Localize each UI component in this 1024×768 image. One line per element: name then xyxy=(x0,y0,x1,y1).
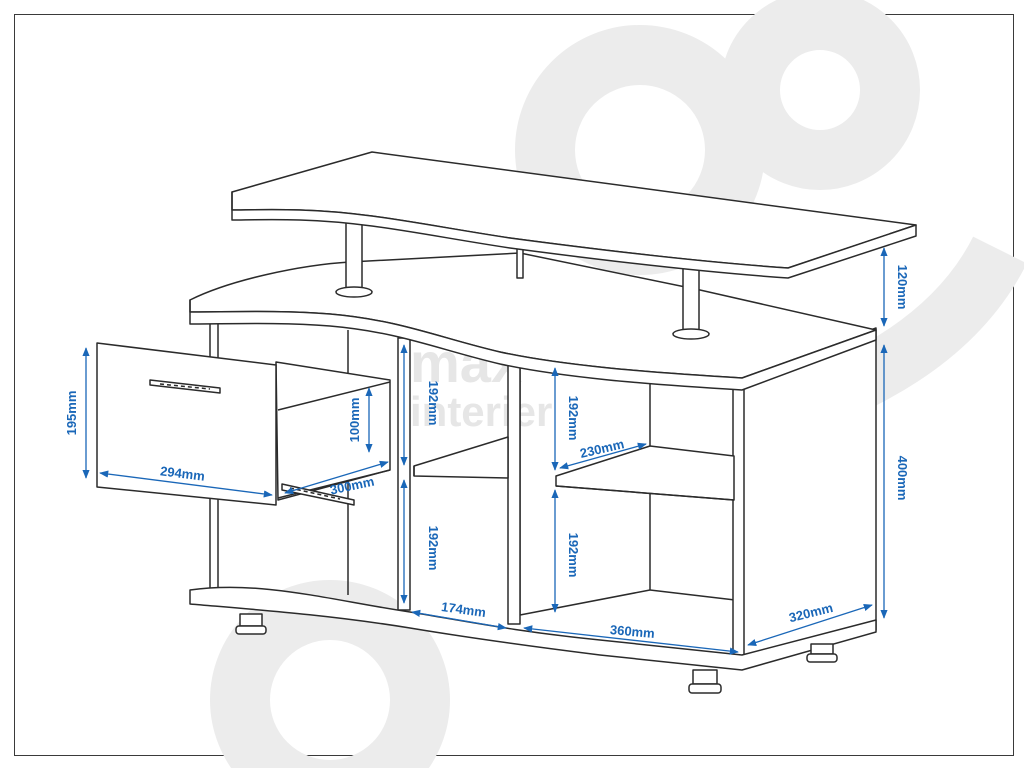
dim-label-drawer-front-width: 294mm xyxy=(159,463,205,483)
bottom-board xyxy=(189,586,877,671)
leg-back-right xyxy=(806,643,838,663)
dim-label-middle-width: 174mm xyxy=(440,599,486,620)
dim-line-middle-width xyxy=(411,609,507,631)
dim-label-right-upper-height: 192mm xyxy=(566,396,581,441)
tv-stand-outline xyxy=(96,151,917,694)
dim-label-right-lower-height: 192mm xyxy=(566,533,581,578)
middle-compartment-shelf xyxy=(413,436,509,479)
divider-right-front xyxy=(732,377,745,666)
watermark-text-interier: interier xyxy=(410,388,552,435)
drawer-front xyxy=(96,342,277,506)
dim-line-drawer-front-width xyxy=(99,470,273,498)
dim-label-cabinet-height: 400mm xyxy=(895,456,910,501)
cabinet-top-board-edge xyxy=(189,299,877,391)
leg-front-right xyxy=(688,669,722,694)
post-base-left xyxy=(335,286,373,298)
dim-label-right-width: 360mm xyxy=(609,622,655,641)
support-post-right xyxy=(682,267,700,331)
dim-line-right-width xyxy=(523,625,739,655)
drawer-handle-icon xyxy=(149,379,221,394)
dim-label-drawer-inner-height: 100mm xyxy=(347,398,362,443)
dim-label-middle-lower-height: 192mm xyxy=(426,526,441,571)
divider-middle xyxy=(507,359,521,625)
dim-label-top-shelf-height: 120mm xyxy=(895,265,910,310)
top-shelf-edge xyxy=(231,191,917,279)
dim-label-drawer-front-height: 195mm xyxy=(64,391,79,436)
dim-label-middle-upper-height: 192mm xyxy=(426,381,441,426)
dim-line-drawer-depth xyxy=(284,460,389,495)
support-rear-panel xyxy=(516,247,524,279)
dimension-lines xyxy=(82,247,888,655)
post-base-right xyxy=(672,328,710,340)
dim-line-cabinet-depth xyxy=(747,604,873,646)
support-post-left xyxy=(345,214,363,291)
leg-front-left xyxy=(235,613,267,635)
drawing-frame xyxy=(14,14,1014,756)
right-shelf-edge xyxy=(555,485,735,501)
dim-line-right-shelf-depth xyxy=(559,442,647,470)
